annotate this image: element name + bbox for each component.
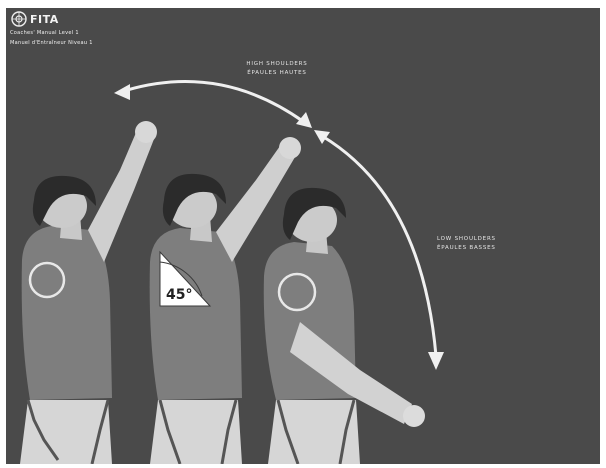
high-shoulders-label-fr: ÉPAULES HAUTES <box>222 69 332 78</box>
low-shoulders-label-en: LOW SHOULDERS <box>437 235 547 244</box>
fita-logo-icon <box>12 12 26 26</box>
manual-title-en: Coaches' Manual Level 1 <box>10 30 79 36</box>
high-shoulders-label-en: HIGH SHOULDERS <box>222 60 332 69</box>
low-shoulders-label: LOW SHOULDERS ÉPAULES BASSES <box>437 235 547 253</box>
low-shoulders-label-fr: ÉPAULES BASSES <box>437 244 547 253</box>
high-shoulders-label: HIGH SHOULDERS ÉPAULES HAUTES <box>222 60 332 78</box>
logo-text: FITA <box>30 13 59 26</box>
manual-title-fr: Manuel d'Entraîneur Niveau 1 <box>10 40 93 46</box>
angle-label: 45° <box>166 287 192 303</box>
